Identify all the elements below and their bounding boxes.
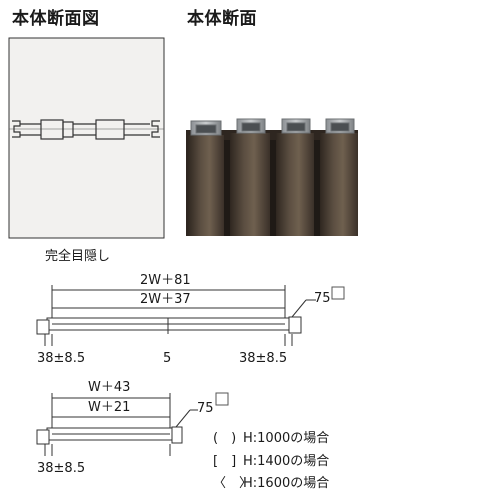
section-diagram-caption: 完全目隠し xyxy=(45,249,111,264)
legend-symbol: [ ] xyxy=(213,454,237,469)
bottom-post-label: 75 xyxy=(197,401,214,416)
bottom-overall-label: W＋43 xyxy=(88,380,130,395)
bottom-post-size-symbol xyxy=(215,392,229,406)
bottom-inner-label: W＋21 xyxy=(88,400,130,415)
photo-steel-tops xyxy=(190,118,355,136)
legend-row-h1600: 〈 〉H:1600の場合 xyxy=(213,477,329,490)
top-left-offset-label: 38±8.5 xyxy=(37,351,85,366)
top-center-label: 5 xyxy=(163,351,171,366)
legend-text: H:1400の場合 xyxy=(243,454,330,469)
legend-row-h1400: [ ] H:1400の場合 xyxy=(213,455,329,468)
section-diagram-frame xyxy=(8,37,165,239)
section-photo-title: 本体断面 xyxy=(187,9,257,29)
legend-row-h1000: ( ) H:1000の場合 xyxy=(213,432,329,445)
legend-text: H:1600の場合 xyxy=(243,476,330,491)
top-right-offset-label: 38±8.5 xyxy=(239,351,287,366)
section-diagram-title: 本体断面図 xyxy=(12,9,100,29)
photo-slats xyxy=(188,133,358,236)
slat-cross-section xyxy=(9,119,164,140)
post-size-symbol xyxy=(331,286,345,300)
top-overall-label: 2W＋81 xyxy=(140,273,191,288)
top-post-label: 75 xyxy=(314,291,331,306)
legend-symbol: ( ) xyxy=(213,431,237,446)
bottom-left-offset-label: 38±8.5 xyxy=(37,461,85,476)
legend-text: H:1000の場合 xyxy=(243,431,330,446)
top-inner-label: 2W＋37 xyxy=(140,292,191,307)
legend-symbol: 〈 〉 xyxy=(213,476,253,491)
